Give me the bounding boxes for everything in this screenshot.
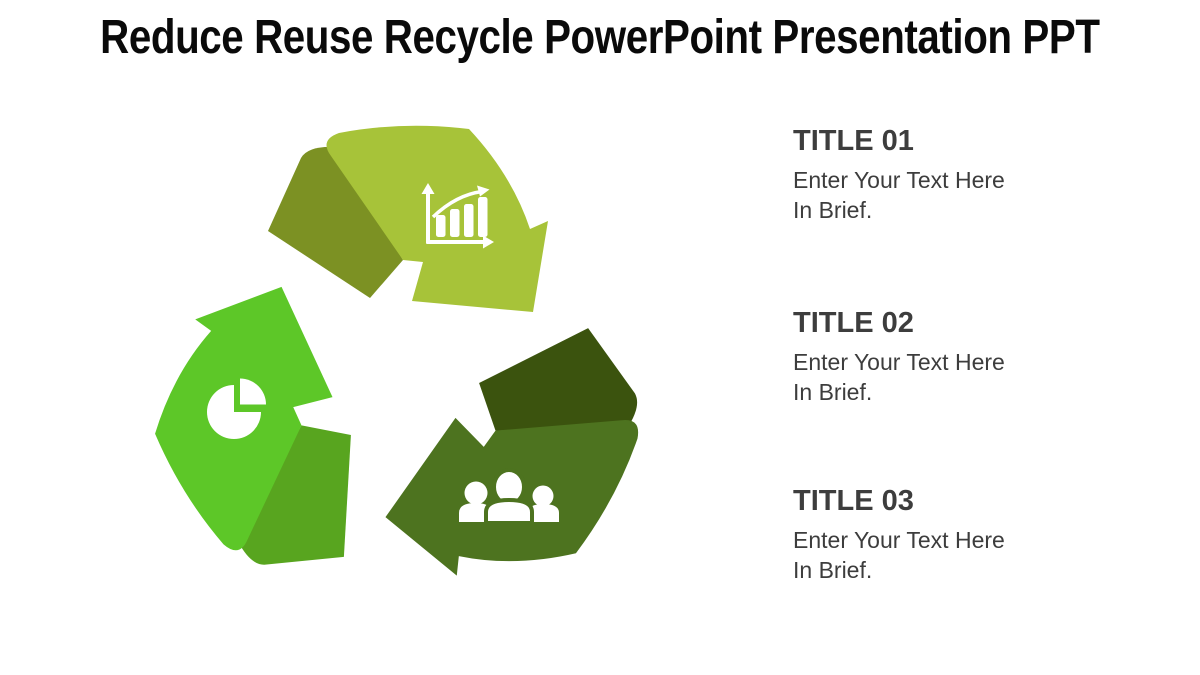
recycle-arrow-top [268,125,548,312]
section-body: Enter Your Text Here In Brief. [793,527,1005,583]
people-group-icon [459,468,559,525]
title-bar: Reduce Reuse Recycle PowerPoint Presenta… [0,10,1200,65]
text-section-2: TITLE 02 Enter Your Text Here In Brief. [793,308,1043,407]
text-section-3: TITLE 03 Enter Your Text Here In Brief. [793,486,1043,585]
section-body: Enter Your Text Here In Brief. [793,167,1005,223]
section-body: Enter Your Text Here In Brief. [793,349,1005,405]
arrow-fold [268,146,403,298]
section-heading: TITLE 01 [793,125,914,157]
pie-chart-icon [207,378,266,439]
section-heading: TITLE 03 [793,485,914,517]
text-section-1: TITLE 01 Enter Your Text Here In Brief. [793,126,1043,225]
section-heading: TITLE 02 [793,307,914,339]
bar-chart-icon [421,183,494,249]
recycle-arrow-left [155,286,351,565]
slide-title: Reduce Reuse Recycle PowerPoint Presenta… [100,11,1100,64]
arrow-fold [238,425,351,565]
arrow-fold [479,328,638,431]
recycle-arrow-bottom-right [385,328,639,576]
